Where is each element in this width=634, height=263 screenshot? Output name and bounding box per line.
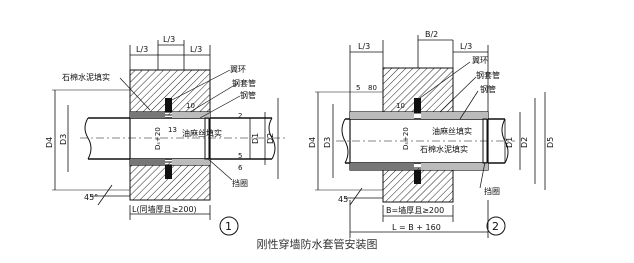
d2-label-5: 5 [356, 84, 360, 92]
diagram-1 [52, 40, 285, 236]
sleeve-1 [129, 111, 211, 166]
diagram-2 [315, 35, 546, 238]
d1-label-ring: 翼环 [230, 65, 246, 74]
d2-label-dim-b: B=墙厚且≥200 [386, 205, 444, 215]
ring-top-1 [165, 98, 172, 112]
d1-label-2: 2 [238, 112, 242, 120]
d1-label-d4: D4 [45, 137, 54, 148]
d1-top-dim-left: L/3 [136, 45, 148, 54]
d1-label-pipe: 钢管 [240, 90, 256, 100]
diagram-number-circle-2 [486, 216, 506, 236]
d1-label-angle: 45° [84, 193, 98, 202]
diagram-number-2: 2 [492, 220, 499, 233]
d1-label-d3: D3 [59, 134, 68, 145]
d2-top-dim-right: L/3 [460, 42, 472, 51]
d2-label-ring: 翼环 [472, 56, 488, 65]
ring-bottom-1 [165, 165, 172, 179]
d1-label-10: 10 [186, 102, 195, 110]
d1-label-bottom-dim: L(同墙厚且≥200) [132, 204, 197, 214]
d2-label-pipe: 钢管 [480, 84, 496, 94]
d1-label-sleeve: 钢套管 [232, 78, 256, 88]
d2-label-sleeve: 钢套管 [476, 70, 500, 80]
d1-label-mastic: 石棉水泥填实 [62, 72, 110, 82]
d2-label-angle: 45 [338, 195, 348, 204]
d1-label-13: 13 [168, 126, 177, 134]
figure-caption: 刚性穿墙防水套管安装图 [256, 238, 378, 251]
d2-label-10: 10 [396, 102, 405, 110]
d1-label-retaining-ring: 挡圈 [232, 178, 248, 188]
d2-label-retaining-ring: 挡圈 [484, 186, 500, 196]
d2-label-d4: D4 [308, 137, 317, 148]
d1-label-6: 6 [238, 164, 243, 172]
d2-label-dw: Dₛ+20 [402, 127, 410, 150]
d1-top-dim-mid: L/3 [163, 35, 175, 44]
d2-label-d3: D3 [323, 137, 332, 148]
ring-bottom-2 [414, 170, 421, 184]
ring-top-2 [414, 98, 421, 112]
d2-top-dim-left: L/3 [358, 42, 370, 51]
d2-label-80: 80 [368, 84, 377, 92]
d1-label-5: 5 [238, 152, 242, 160]
d2-top-dim-b2: B/2 [425, 30, 438, 39]
diagram-number-1: 1 [225, 220, 232, 233]
d2-label-hemp: 油麻丝填实 [432, 126, 472, 136]
d2-label-dim-l: L = B + 160 [392, 223, 441, 232]
d2-label-mastic: 石棉水泥填实 [420, 144, 468, 154]
d1-label-dw: Dₛ+20 [154, 127, 162, 150]
diagram-number-circle-1 [219, 216, 239, 236]
d2-label-d1: D1 [505, 137, 514, 148]
d1-top-dim-right: L/3 [190, 45, 202, 54]
d1-label-d2: D2 [266, 133, 275, 144]
d2-label-d2: D2 [520, 137, 529, 148]
d1-label-d1: D1 [251, 133, 260, 144]
d1-label-hemp: 油麻丝填实 [182, 128, 222, 138]
d2-label-d5: D5 [546, 137, 555, 148]
